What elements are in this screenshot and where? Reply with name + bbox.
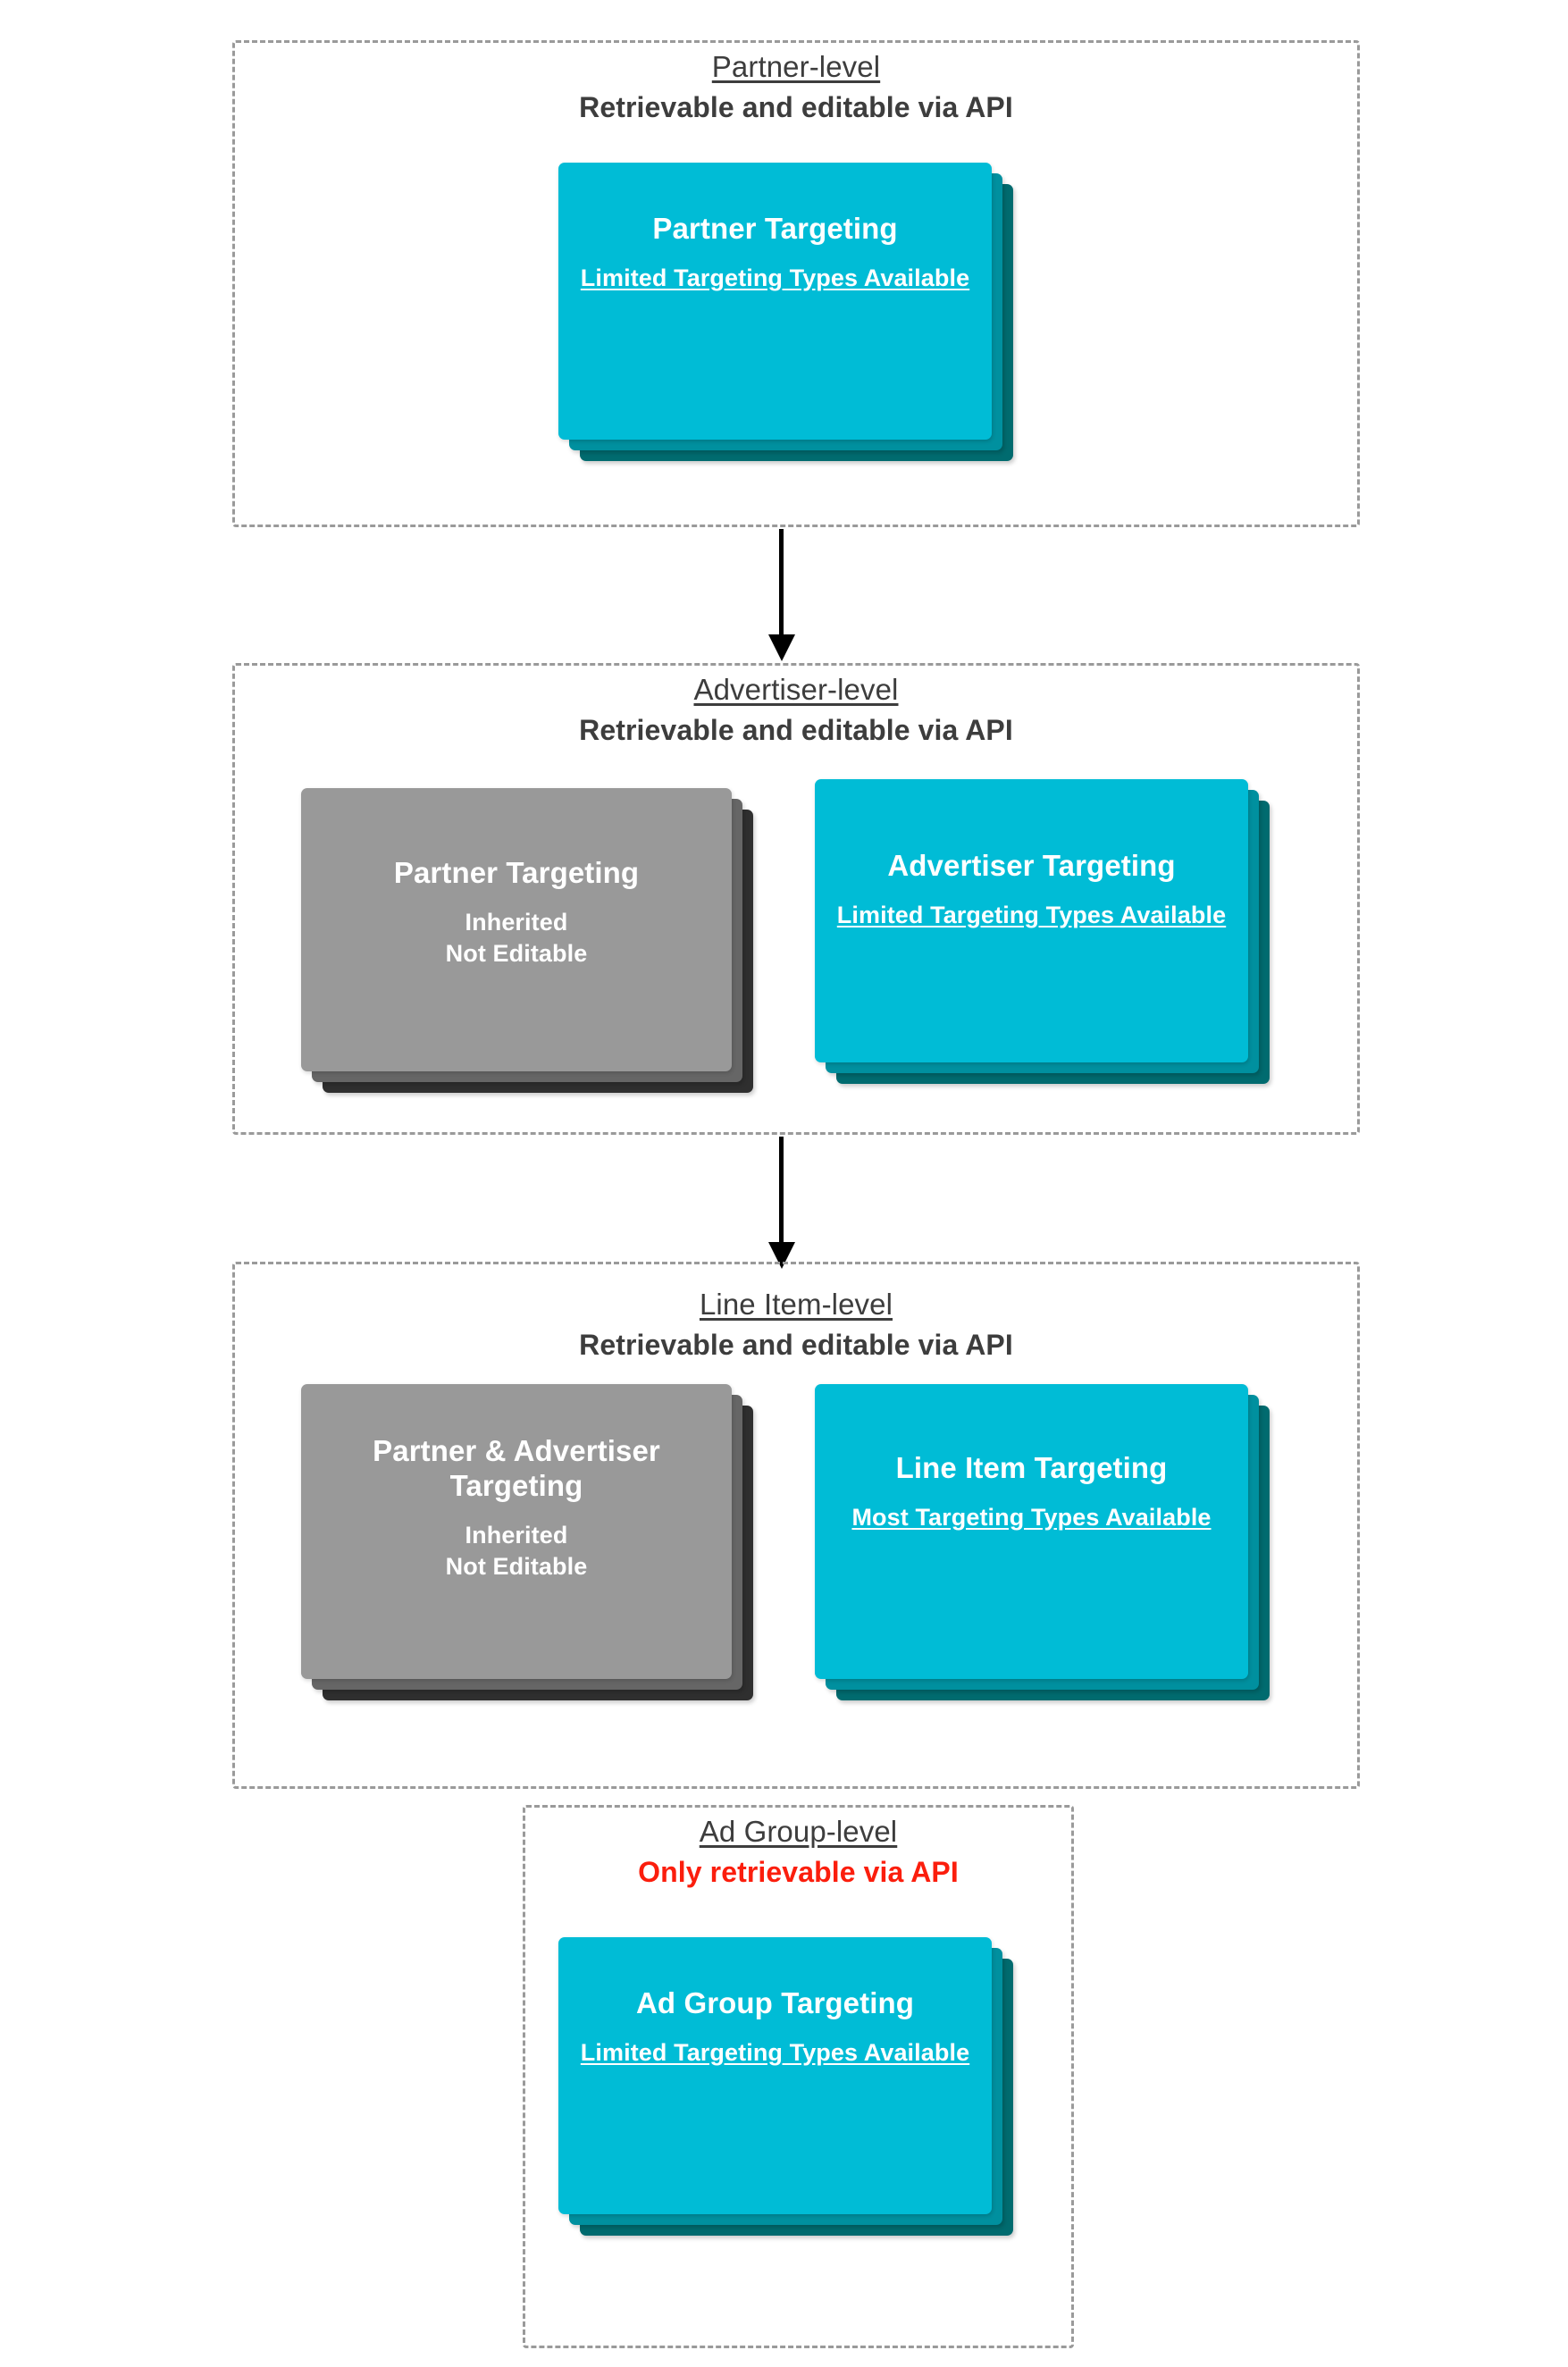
card-sheet-front: Advertiser Targeting Limited Targeting T… — [815, 779, 1248, 1062]
connector-shaft — [779, 1137, 784, 1246]
level-heading-advertiser: Advertiser-level Retrievable and editabl… — [232, 672, 1360, 748]
level-box-line-item — [232, 1262, 1360, 1789]
connector-partner-to-advertiser — [764, 529, 800, 663]
card-sheet-front: Line Item Targeting Most Targeting Types… — [815, 1384, 1248, 1679]
card-subtitle: Limited Targeting Types Available — [836, 901, 1227, 928]
level-box-partner — [232, 40, 1360, 527]
level-heading-ad-group: Ad Group-level Only retrievable via API — [523, 1814, 1074, 1890]
card-sheet-front: Ad Group Targeting Limited Targeting Typ… — [558, 1937, 992, 2214]
connector-arrowhead — [768, 1242, 795, 1269]
level-title-advertiser: Advertiser-level — [693, 673, 899, 706]
connector-shaft — [779, 529, 784, 638]
level-title-ad-group: Ad Group-level — [699, 1815, 898, 1848]
level-api-note-advertiser: Retrievable and editable via API — [579, 714, 1013, 747]
card-subtitle: Limited Targeting Types Available — [580, 264, 970, 291]
level-api-note-partner: Retrievable and editable via API — [579, 91, 1013, 124]
card-ad-group-targeting[interactable]: Ad Group Targeting Limited Targeting Typ… — [558, 1937, 1013, 2236]
card-title: Line Item Targeting — [895, 1451, 1168, 1484]
card-subtitle: Limited Targeting Types Available — [580, 2038, 970, 2066]
level-api-note-line-item: Retrievable and editable via API — [579, 1329, 1013, 1362]
card-partner-targeting-inherited[interactable]: Partner Targeting Inherited Not Editable — [301, 788, 753, 1093]
level-heading-line-item: Line Item-level Retrievable and editable… — [232, 1287, 1360, 1363]
level-box-advertiser — [232, 663, 1360, 1135]
card-line-item-targeting[interactable]: Line Item Targeting Most Targeting Types… — [815, 1384, 1270, 1700]
card-title: Partner Targeting — [393, 856, 640, 889]
card-subtitle: Inherited Not Editable — [445, 1521, 588, 1580]
connector-arrowhead — [768, 634, 795, 661]
level-box-ad-group — [523, 1805, 1074, 2348]
card-title: Ad Group Targeting — [636, 1986, 914, 2019]
card-title: Advertiser Targeting — [887, 849, 1176, 882]
card-advertiser-targeting[interactable]: Advertiser Targeting Limited Targeting T… — [815, 779, 1270, 1084]
card-subtitle: Most Targeting Types Available — [851, 1503, 1212, 1531]
card-subtitle: Inherited Not Editable — [445, 908, 588, 968]
level-title-line-item: Line Item-level — [699, 1288, 893, 1321]
level-title-partner: Partner-level — [711, 50, 881, 83]
level-api-note-ad-group: Only retrievable via API — [638, 1856, 959, 1889]
card-sheet-front: Partner Targeting Inherited Not Editable — [301, 788, 732, 1071]
card-sheet-front: Partner Targeting Limited Targeting Type… — [558, 163, 992, 440]
card-partner-advertiser-targeting-inherited[interactable]: Partner & Advertiser Targeting Inherited… — [301, 1384, 753, 1700]
card-sheet-front: Partner & Advertiser Targeting Inherited… — [301, 1384, 732, 1679]
connector-advertiser-to-line-item — [764, 1137, 800, 1271]
level-heading-partner: Partner-level Retrievable and editable v… — [232, 49, 1360, 125]
card-title: Partner Targeting — [652, 212, 898, 245]
card-partner-targeting[interactable]: Partner Targeting Limited Targeting Type… — [558, 163, 1013, 461]
card-title: Partner & Advertiser Targeting — [373, 1434, 660, 1502]
